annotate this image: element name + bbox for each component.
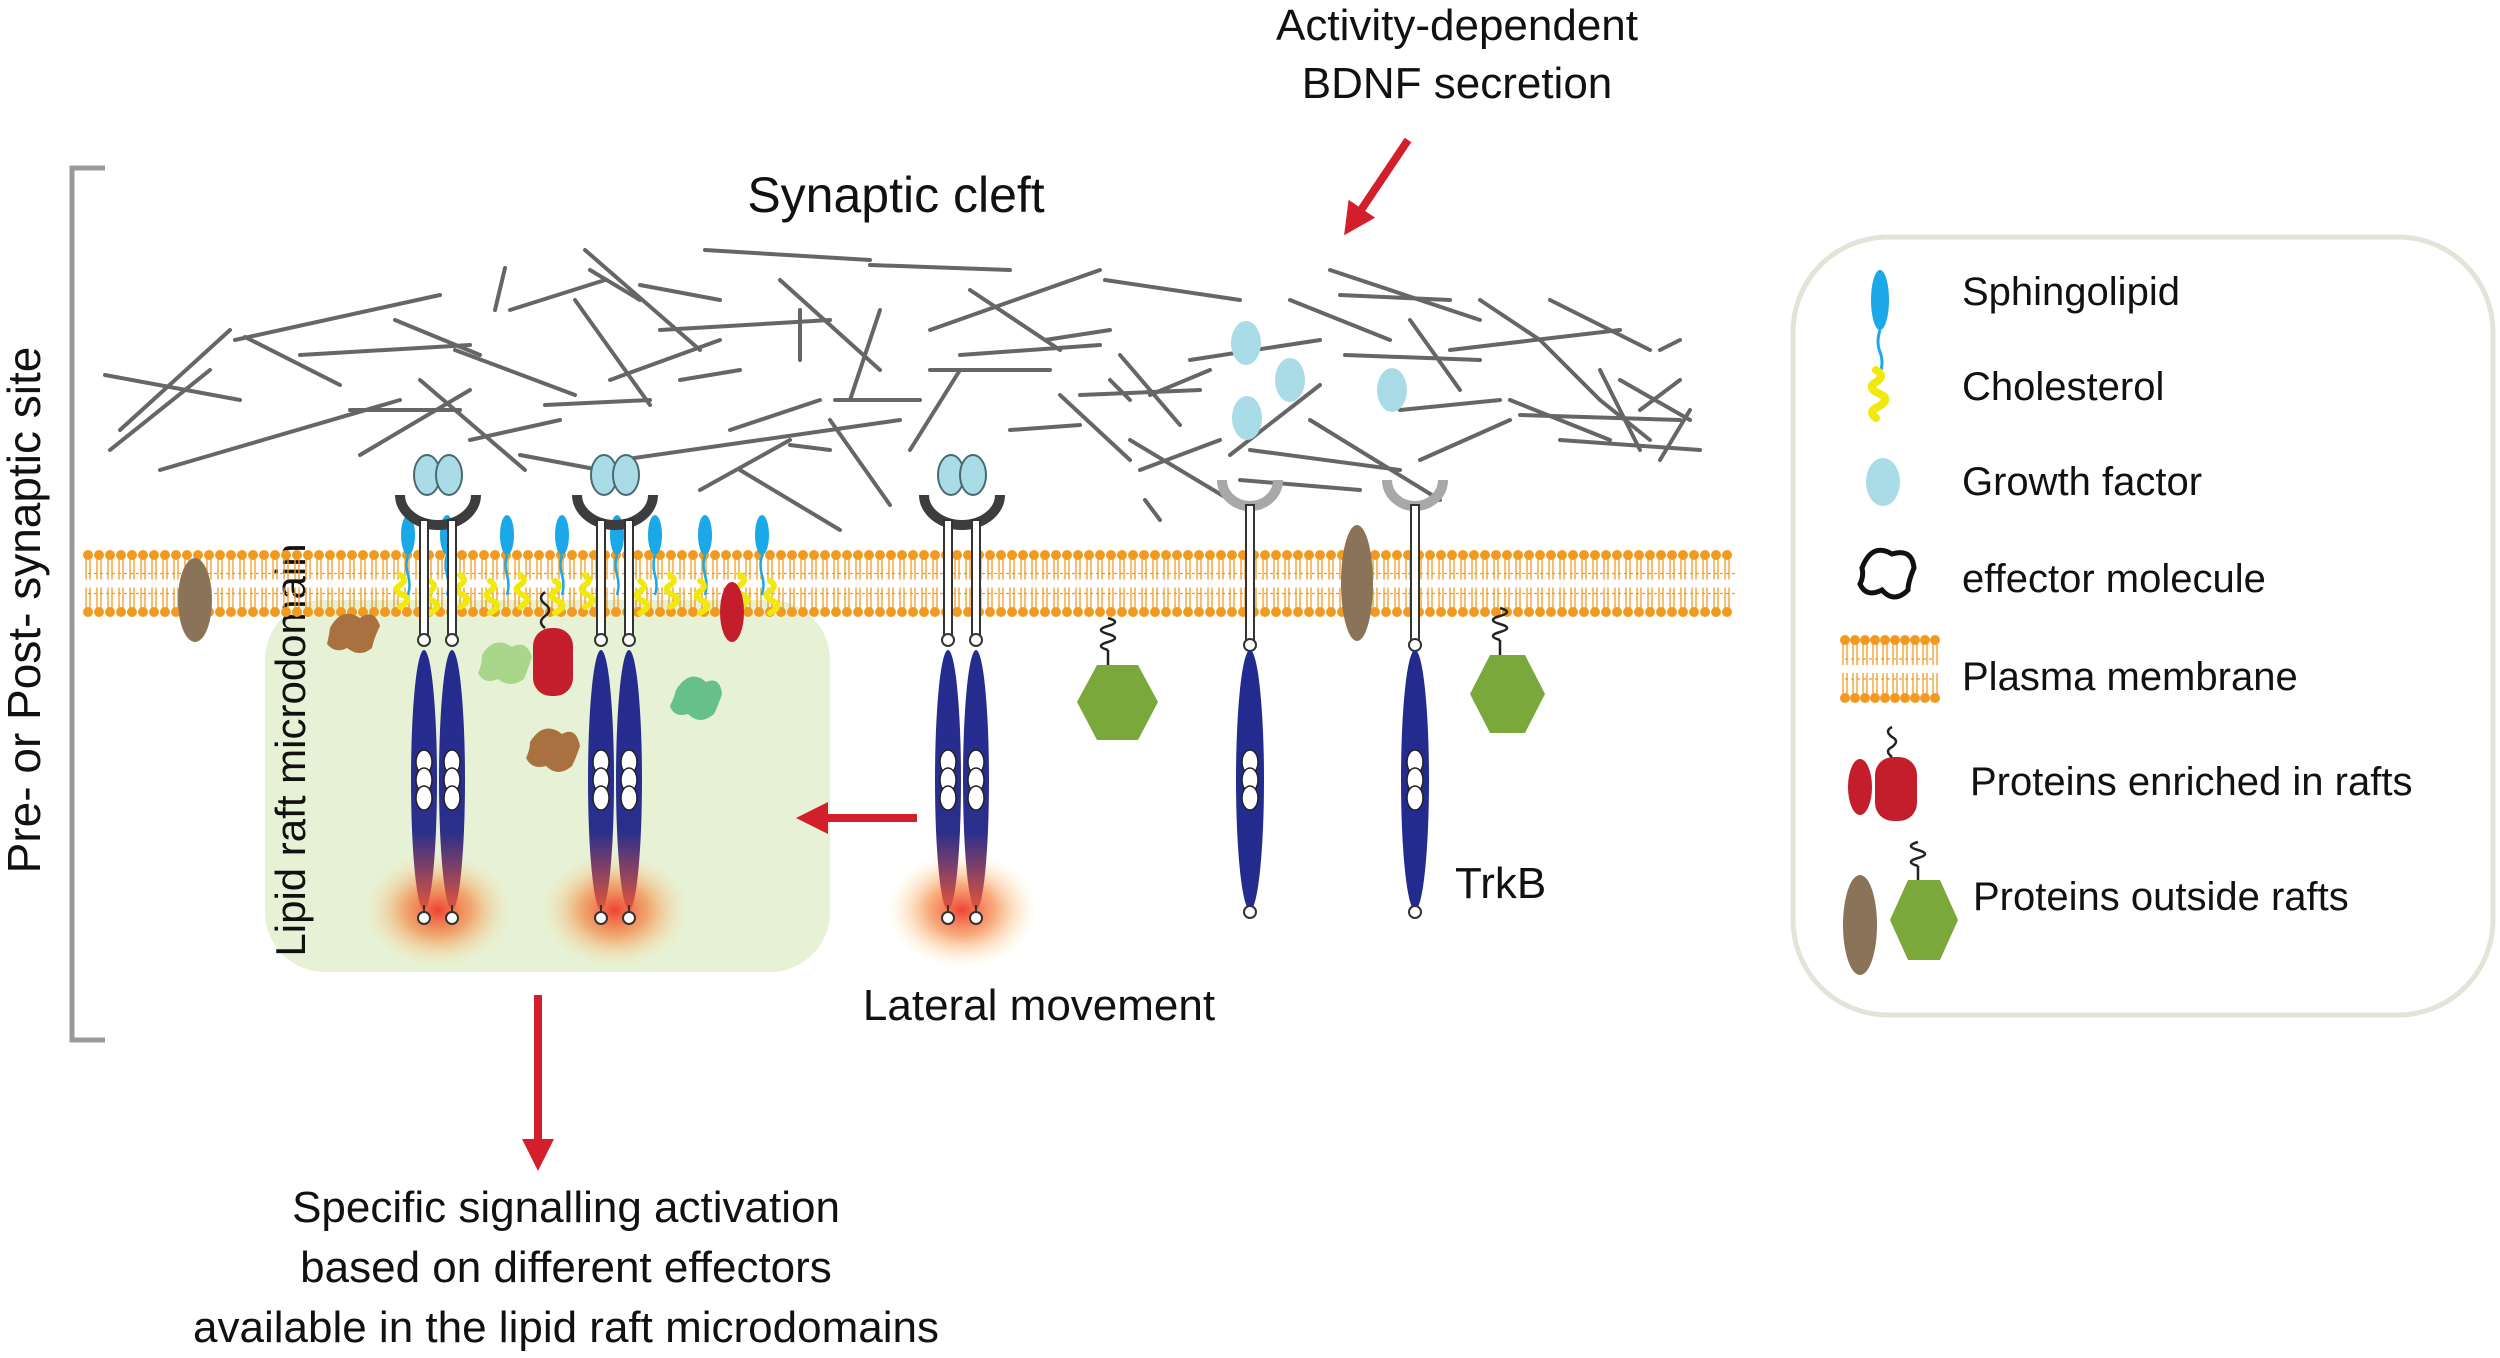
effector-molecule-icon bbox=[1857, 547, 1917, 600]
extracellular-matrix-filaments bbox=[103, 248, 1702, 532]
raft-label: Lipid raft microdomain bbox=[267, 543, 314, 956]
outside-raft-protein-coil-3 bbox=[1491, 606, 1509, 655]
growth-factor-icon bbox=[1866, 458, 1900, 506]
site-bracket bbox=[69, 165, 105, 1043]
cholesterol-icon bbox=[1867, 366, 1890, 422]
raft-protein-coil-1 bbox=[539, 591, 551, 629]
trkb-label: TrkB bbox=[1455, 859, 1546, 908]
site-label: Pre- or Post- synaptic site bbox=[0, 347, 50, 874]
trkb-monomer bbox=[1382, 479, 1448, 919]
non-raft-protein-icon bbox=[1843, 840, 1958, 975]
outside-raft-protein-hexagon-1 bbox=[1077, 665, 1158, 740]
legend-membrane-label: Plasma membrane bbox=[1962, 655, 2298, 699]
signalling-glow-2 bbox=[540, 852, 690, 968]
trkb-monomer bbox=[1217, 479, 1283, 919]
outside-raft-protein-oval-2 bbox=[1341, 525, 1373, 641]
activity-label-line2: BDNF secretion bbox=[1302, 59, 1613, 108]
free-growth-factor-2 bbox=[1275, 358, 1305, 402]
legend-effector-label: effector molecule bbox=[1962, 557, 2266, 601]
raft-protein-icon bbox=[1848, 725, 1917, 821]
raft-protein-1 bbox=[533, 628, 573, 696]
legend-sphingolipid-label: Sphingolipid bbox=[1962, 270, 2180, 314]
free-growth-factor-4 bbox=[1377, 368, 1407, 412]
outside-raft-protein-coil-2 bbox=[1099, 616, 1117, 665]
legend-growth-factor-label: Growth factor bbox=[1962, 460, 2202, 504]
outside-raft-protein-oval-1 bbox=[178, 558, 212, 642]
plasma-membrane-icon bbox=[1840, 635, 1940, 703]
outside-raft-protein-hexagon-2 bbox=[1470, 655, 1545, 733]
activity-label-line1: Activity-dependent bbox=[1276, 1, 1638, 50]
lateral-movement-label: Lateral movement bbox=[863, 981, 1215, 1030]
signalling-label-line2: based on different effectors bbox=[300, 1243, 832, 1292]
trkb-dimer bbox=[395, 454, 481, 925]
signalling-glow-1 bbox=[363, 852, 513, 968]
free-growth-factor-3 bbox=[1232, 396, 1262, 440]
effector-molecule-green bbox=[670, 676, 722, 720]
effector-molecule-brown-1 bbox=[327, 613, 380, 653]
legend-raft-protein-label: Proteins enriched in rafts bbox=[1970, 760, 2412, 804]
legend-non-raft-protein-label: Proteins outside rafts bbox=[1973, 875, 2349, 919]
free-growth-factor-1 bbox=[1231, 321, 1261, 365]
signalling-label-line1: Specific signalling activation bbox=[292, 1183, 840, 1232]
bdnf-secretion-arrow bbox=[1344, 137, 1412, 236]
legend-box bbox=[1790, 234, 2496, 1018]
effector-molecule-lightgreen bbox=[478, 642, 532, 684]
legend-cholesterol-label: Cholesterol bbox=[1962, 365, 2164, 409]
effector-molecule-brown-2 bbox=[526, 728, 580, 772]
signalling-label-line3: available in the lipid raft microdomains bbox=[193, 1303, 939, 1352]
sphingolipid-icon bbox=[1871, 270, 1889, 375]
raft-protein-2 bbox=[720, 582, 744, 642]
signalling-glow-3 bbox=[887, 852, 1037, 968]
trkb-receptors bbox=[395, 454, 1448, 925]
trkb-dimer bbox=[919, 454, 1005, 925]
trkb-dimer bbox=[572, 454, 658, 925]
legend: Sphingolipid Cholesterol Growth factor e… bbox=[1790, 234, 2496, 1018]
synaptic-cleft-label: Synaptic cleft bbox=[747, 167, 1044, 223]
